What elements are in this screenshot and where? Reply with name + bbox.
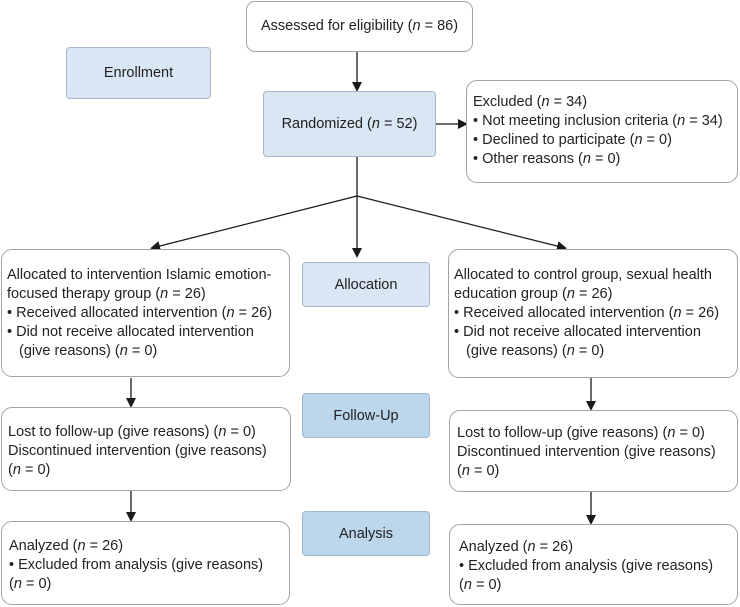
eligibility-box: Assessed for eligibility (n = 86) — [246, 1, 473, 52]
followup-control-box: Lost to follow-up (give reasons) (n = 0)… — [449, 410, 738, 492]
allocation-intervention-box: Allocated to intervention Islamic emotio… — [1, 249, 290, 377]
randomized-box: Randomized (n = 52) — [263, 91, 436, 157]
excluded-line: Excluded (n = 34) — [473, 94, 588, 110]
stage-follow-up: Follow-Up — [302, 393, 430, 438]
arrow-to-left-allocation — [150, 195, 358, 251]
allocation-intervention-reasons: (give reasons) (n = 0) — [19, 343, 158, 359]
arrow-to-right-allocation — [356, 195, 567, 251]
allocation-intervention-received: • Received allocated intervention (n = 2… — [7, 305, 273, 321]
allocation-control-box: Allocated to control group, sexual healt… — [448, 249, 738, 378]
excluded-box: Excluded (n = 34) • Not meeting inclusio… — [466, 80, 738, 183]
allocation-control-not-received: • Did not receive allocated intervention — [454, 324, 701, 340]
analysis-intervention-excluded: • Excluded from analysis (give reasons) — [9, 557, 264, 573]
allocation-control-reasons: (give reasons) (n = 0) — [466, 343, 605, 359]
analysis-intervention-box: Analyzed (n = 26) • Excluded from analys… — [1, 521, 290, 605]
allocation-intervention-title: Allocated to intervention Islamic emotio… — [7, 267, 272, 283]
followup-intervention-box: Lost to follow-up (give reasons) (n = 0)… — [1, 407, 291, 491]
followup-intervention-count: (n = 0) — [8, 462, 51, 478]
stage-enrollment: Enrollment — [66, 47, 211, 99]
allocation-control-group: education group (n = 26) — [454, 286, 613, 302]
eligibility-text: Assessed for eligibility (n = 86) — [260, 18, 459, 34]
followup-intervention-lost: Lost to follow-up (give reasons) (n = 0) — [8, 424, 256, 440]
analysis-intervention-analyzed: Analyzed (n = 26) — [9, 538, 124, 554]
stage-allocation: Allocation — [302, 262, 430, 307]
allocation-intervention-group: focused therapy group (n = 26) — [7, 286, 206, 302]
excluded-declined: • Declined to participate (n = 0) — [473, 132, 672, 148]
randomized-text: Randomized (n = 52) — [281, 116, 418, 132]
allocation-control-received: • Received allocated intervention (n = 2… — [454, 305, 720, 321]
analysis-control-analyzed: Analyzed (n = 26) — [459, 539, 574, 555]
followup-intervention-discontinued: Discontinued intervention (give reasons) — [8, 443, 267, 459]
analysis-control-count: (n = 0) — [459, 577, 502, 593]
allocation-control-title: Allocated to control group, sexual healt… — [454, 267, 712, 283]
followup-control-discontinued: Discontinued intervention (give reasons) — [457, 444, 716, 460]
allocation-intervention-not-received: • Did not receive allocated intervention — [7, 324, 254, 340]
followup-control-lost: Lost to follow-up (give reasons) (n = 0) — [457, 425, 705, 441]
analysis-intervention-count: (n = 0) — [9, 576, 52, 592]
stage-analysis: Analysis — [302, 511, 430, 556]
analysis-control-excluded: • Excluded from analysis (give reasons) — [459, 558, 714, 574]
excluded-not-meeting-criteria: • Not meeting inclusion criteria (n = 34… — [473, 113, 723, 129]
followup-control-count: (n = 0) — [457, 463, 500, 479]
excluded-other-reasons: • Other reasons (n = 0) — [473, 151, 621, 167]
analysis-control-box: Analyzed (n = 26) • Excluded from analys… — [449, 524, 738, 605]
